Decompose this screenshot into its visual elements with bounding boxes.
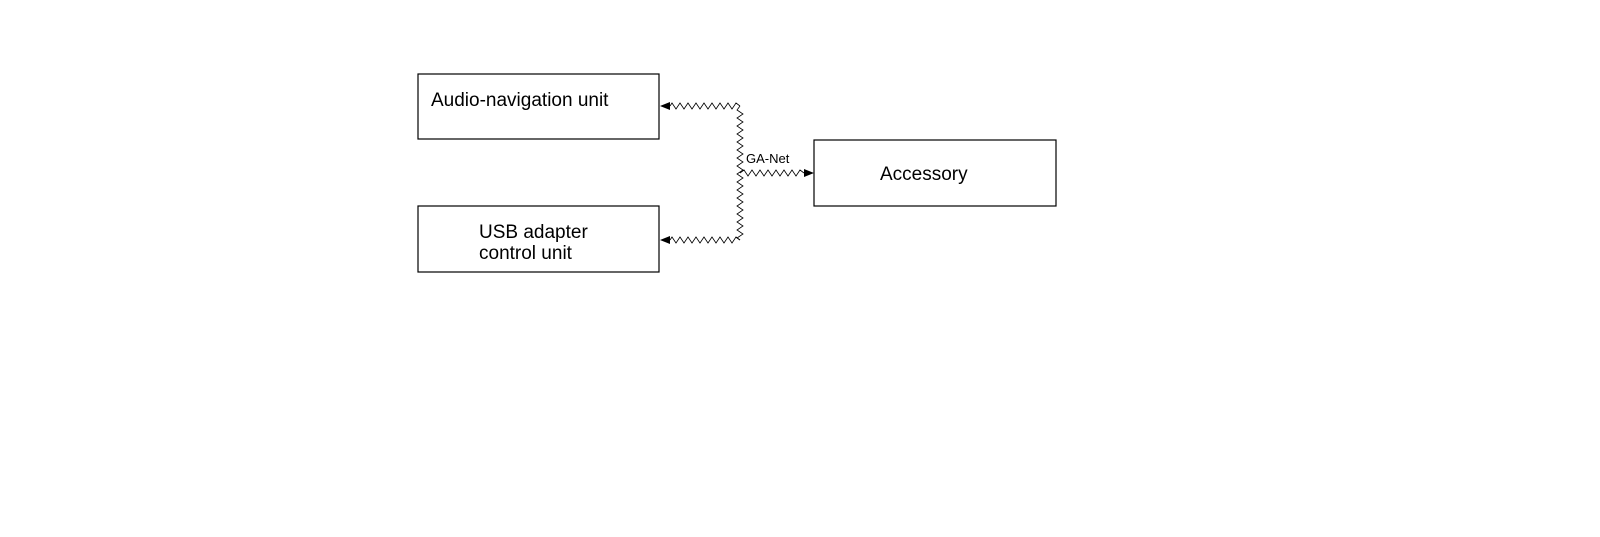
bus-line-to-usb-adapter — [669, 236, 741, 244]
accessory-box: Accessory — [813, 139, 1057, 207]
audio-navigation-unit-label: Audio-navigation unit — [431, 90, 609, 111]
arrowhead-to-usb-adapter — [660, 236, 670, 244]
audio-navigation-unit-box: Audio-navigation unit — [417, 73, 660, 140]
usb-adapter-control-unit-box: USB adapter control unit — [417, 205, 660, 273]
arrowhead-to-accessory — [804, 169, 814, 177]
ga-net-bus — [660, 102, 814, 244]
usb-adapter-label-line1: USB adapter — [479, 222, 588, 243]
bus-line-vertical-trunk — [736, 105, 744, 241]
accessory-label: Accessory — [880, 164, 968, 185]
bus-line-to-audio-navigation — [669, 102, 741, 110]
ga-net-label: GA-Net — [746, 151, 790, 166]
usb-adapter-label-line2: control unit — [479, 243, 573, 264]
arrowhead-to-audio-navigation — [660, 102, 670, 110]
bus-line-to-accessory — [739, 169, 805, 177]
